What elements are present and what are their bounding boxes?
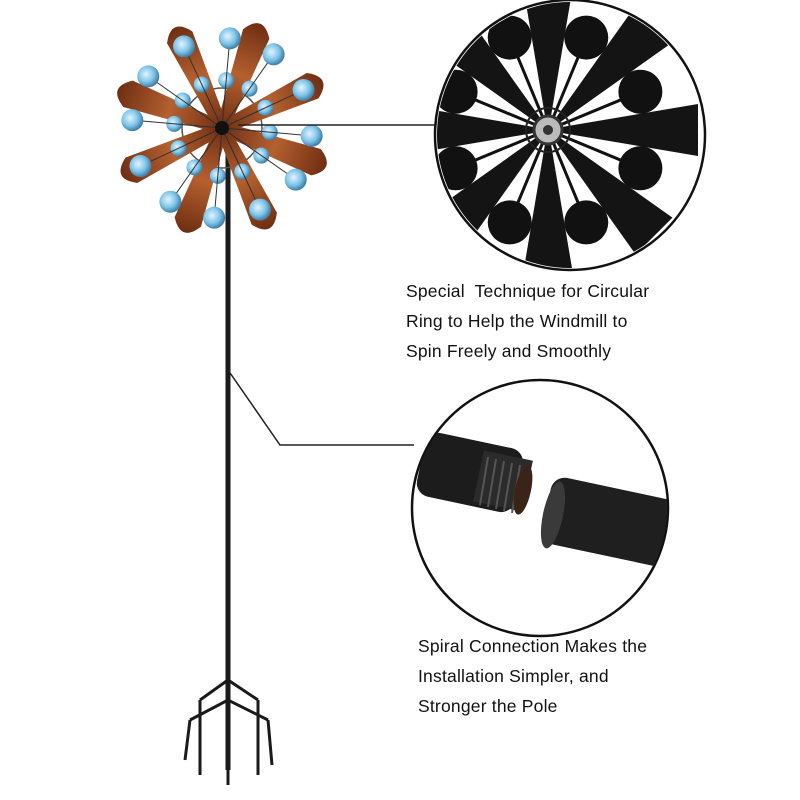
spoke [221,127,312,137]
caption-line: Spin Freely and Smoothly [406,341,612,361]
bearing-detail-circle [433,0,707,272]
blue-cup [284,168,307,191]
pole [183,130,274,785]
caption-line: Stronger the Pole [418,696,558,716]
blue-cup [203,206,226,229]
blue-cup [262,43,285,66]
cup [564,15,609,60]
blue-cup [292,78,315,101]
cup [487,200,532,245]
pipe-connection-detail-circle [410,378,670,638]
spoke [221,53,275,129]
cup [437,146,478,191]
blade [174,125,228,233]
caption-line: Spiral Connection Makes the [418,636,648,656]
blade [216,23,270,131]
blade [117,80,225,134]
caption-line: Ring to Help the Windmill to [406,311,628,331]
spoke [183,46,223,129]
spoke [221,127,297,181]
cup [437,69,478,114]
blue-cup [249,198,272,221]
windmill-head [117,23,327,233]
vane [522,144,574,268]
caption-line: Special Technique for Circular [406,281,650,301]
spoke [169,127,223,203]
blade [219,122,327,176]
spoke [221,127,261,210]
cup [618,69,663,114]
spoke [132,119,223,129]
blue-cup [218,27,241,50]
vane [562,104,698,156]
blue-cup [159,190,182,213]
spoke [147,75,223,129]
blue-cup [137,65,160,88]
spoke [140,127,223,167]
ring [525,107,571,153]
vane [437,104,534,156]
cup [618,146,663,191]
blue-cup [121,109,144,132]
spoke [221,89,304,129]
vane [555,5,673,123]
ring [181,87,263,169]
bearing-center [543,125,553,135]
vane [555,137,673,255]
feature-caption-bearing: Special Technique for Circular Ring to H… [406,276,649,366]
caption-line: Installation Simpler, and [418,666,609,686]
blue-cup [129,155,152,178]
vane [522,2,574,116]
cup [487,15,532,60]
feature-caption-connection: Spiral Connection Makes the Installation… [418,631,647,721]
spoke [221,38,231,129]
blue-cup [172,35,195,58]
hub [215,121,229,135]
spoke [213,127,223,218]
blue-cup [300,124,323,147]
callout-lines [227,124,437,446]
cup [564,200,609,245]
